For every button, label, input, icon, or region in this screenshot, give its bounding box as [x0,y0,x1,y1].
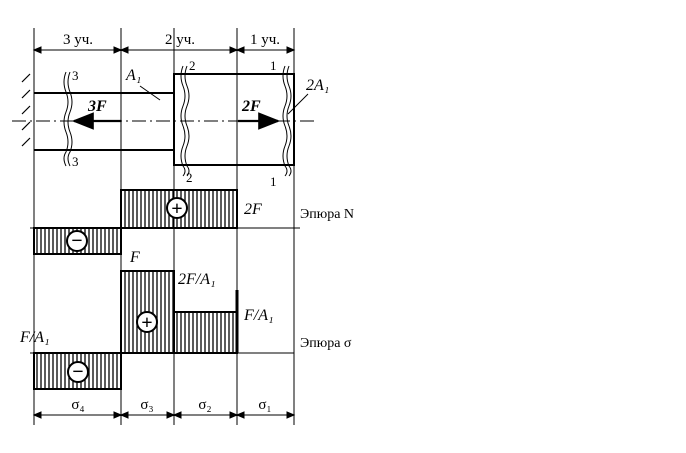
section-2-label: 2 уч. [165,32,195,48]
cut2-bottom-label: 2 [186,170,193,185]
bottom-dimension-line [32,411,296,419]
sigma3-label: σ₃ [140,397,153,413]
n-diagram-title: Эпюра N [300,207,354,222]
n-plus-sign [166,197,188,219]
cut3-top-label: 3 [72,68,79,83]
top-dimension-line [32,46,296,54]
n-value-upper: 2F [244,201,262,218]
n-plus-symbol: + [171,198,182,220]
area-left-leader [139,85,161,101]
sigma-value-left: F/A₁ [19,329,50,346]
cut2-top-label: 2 [189,58,196,73]
sigma-value-mid: 2F/A₁ [178,271,216,288]
area-right-leader [287,93,309,115]
sigma-plus-symbol: + [141,312,152,334]
n-value-mid: F [129,249,140,266]
cut-lines [63,65,292,177]
cut1-bottom-label: 1 [270,174,277,189]
section-3-label: 3 уч. [63,32,93,48]
cut3-bottom-label: 3 [72,154,79,169]
force-right-label: 2F [241,98,261,115]
n-minus-symbol: − [71,230,82,252]
fixed-wall-support [21,73,31,147]
sigma2-label: σ₂ [198,397,211,413]
sigma4-label: σ₄ [71,397,84,413]
section-1-label: 1 уч. [250,32,280,48]
n-minus-sign [66,230,88,252]
sigma-diagram-title: Эпюра σ [300,336,352,351]
sigma-block-2 [173,311,238,354]
force-left-label: 3F [87,98,107,115]
area-right-label: 2A₁ [306,77,329,94]
sigma-minus-symbol: − [72,361,83,383]
area-left-label: A₁ [125,67,141,84]
cut1-top-label: 1 [270,58,277,73]
sigma-minus-sign [67,361,89,383]
stepped-bar [34,73,295,166]
sigma-value-right: F/A₁ [243,307,274,324]
sigma-plus-sign [136,311,158,333]
sigma1-label: σ₁ [258,397,271,413]
